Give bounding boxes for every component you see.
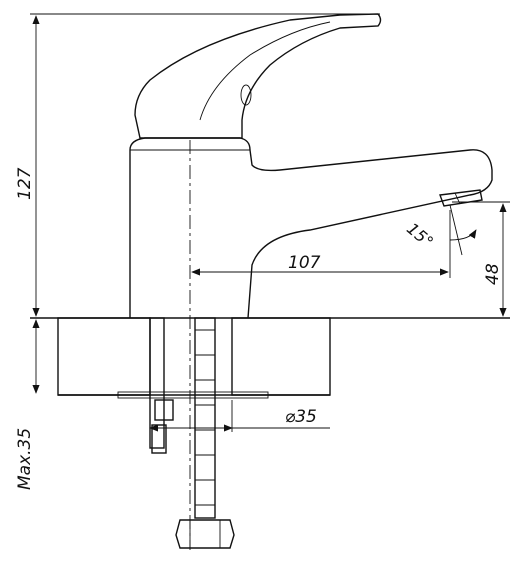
dimension-spout-48: 48 — [452, 201, 510, 317]
faucet-body — [129, 137, 493, 319]
label-diameter-35: ⌀35 — [285, 407, 317, 427]
label-max-35: Max.35 — [15, 428, 35, 490]
dimension-height-127: 127 — [15, 13, 380, 317]
label-127: 127 — [15, 167, 35, 200]
countertop-section — [30, 317, 510, 396]
dimension-max-35: Max.35 — [15, 319, 40, 490]
dimension-reach-107: 107 — [191, 210, 451, 278]
faucet-handle — [134, 13, 382, 139]
label-107: 107 — [288, 253, 321, 273]
mounting-hardware — [117, 317, 269, 454]
flexible-hose — [175, 317, 235, 549]
label-15-deg: 15° — [403, 219, 437, 252]
aerator — [439, 189, 483, 207]
dimension-angle-15: 15° — [403, 204, 477, 256]
label-48: 48 — [483, 263, 503, 285]
dimension-diameter-35: ⌀35 — [149, 400, 330, 432]
